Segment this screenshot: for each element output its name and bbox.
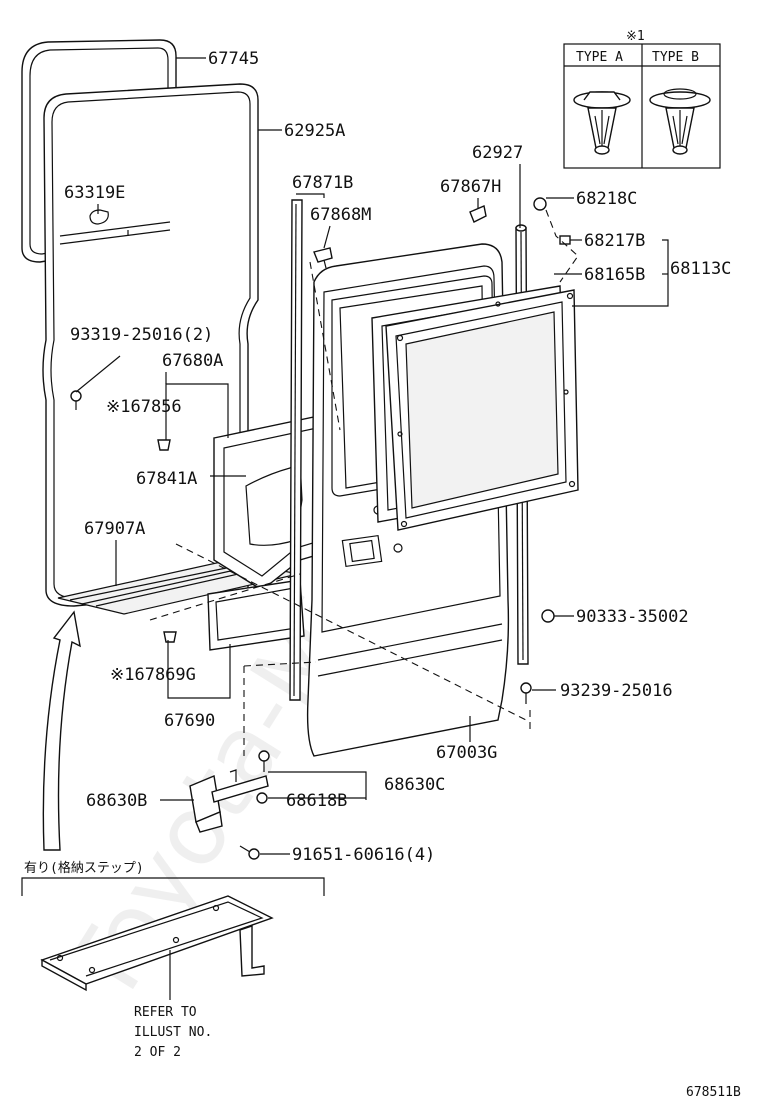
clip-type-a-icon <box>573 91 631 155</box>
clip-type-table: ※1 TYPE A TYPE B <box>563 29 721 169</box>
label-68165b: 68165B <box>584 265 645 285</box>
assembly-dashed-lines <box>149 209 579 756</box>
clip-68217b <box>559 235 571 245</box>
label-68618b: 68618B <box>286 791 347 811</box>
label-68630b: 68630B <box>86 791 147 811</box>
label-67841a: 67841A <box>136 469 197 489</box>
screw-93239 <box>520 682 532 704</box>
storage-step-part <box>40 895 274 992</box>
hinge-68630b <box>189 769 269 833</box>
refer-line-2: ILLUST NO. <box>134 1025 212 1040</box>
clip-67856 <box>157 439 171 451</box>
weatherstrip-62925a <box>42 83 259 607</box>
label-67868m: 67868M <box>310 205 371 225</box>
label-67907a: 67907A <box>84 519 145 539</box>
table-note-mark: ※1 <box>626 29 645 44</box>
diagram-id: 678511B <box>686 1085 741 1100</box>
refer-line-3: 2 OF 2 <box>134 1045 181 1060</box>
bumper-90333 <box>541 609 555 623</box>
label-93319: 93319-25016(2) <box>70 325 213 345</box>
label-68630c: 68630C <box>384 775 445 795</box>
screw-93319 <box>70 390 82 410</box>
label-68218c: 68218C <box>576 189 637 209</box>
clip-67868m <box>313 247 333 269</box>
label-67680a: 67680A <box>162 351 223 371</box>
storage-step-box: 有り(格納ステップ) REFER TO ILLUST NO. 2 OF 2 <box>21 860 325 1060</box>
label-91651: 91651-60616(4) <box>292 845 435 865</box>
bolt-91651 <box>239 845 260 860</box>
label-67869g: ※167869G <box>110 665 196 685</box>
refer-line-1: REFER TO <box>134 1005 197 1020</box>
clip-67869g <box>163 631 177 643</box>
trim-board-67690 <box>207 579 305 651</box>
screw-68630c <box>258 750 270 772</box>
step-box-title: 有り(格納ステップ) <box>24 860 144 876</box>
clip-type-b-icon <box>649 88 711 155</box>
type-b-header: TYPE B <box>652 50 699 65</box>
clip-68218c <box>533 197 547 211</box>
leader-lines <box>75 57 669 855</box>
reference-arrow <box>42 610 81 851</box>
run-channel-67871b <box>289 199 303 701</box>
label-67856: ※167856 <box>106 397 182 417</box>
label-62927: 62927 <box>472 143 523 163</box>
label-67690: 67690 <box>164 711 215 731</box>
label-67003g: 67003G <box>436 743 497 763</box>
label-68113c: 68113C <box>670 259 731 279</box>
type-a-header: TYPE A <box>576 50 623 65</box>
label-93239: 93239-25016 <box>560 681 673 701</box>
label-62925a: 62925A <box>284 121 345 141</box>
label-67871b: 67871B <box>292 173 353 193</box>
glass-window-68113c <box>385 289 579 531</box>
label-63319e: 63319E <box>64 183 125 203</box>
label-67867h: 67867H <box>440 177 501 197</box>
label-90333: 90333-35002 <box>576 607 689 627</box>
roller-68618b <box>256 792 268 804</box>
label-68217b: 68217B <box>584 231 645 251</box>
clip-67867h <box>469 205 487 223</box>
label-67745: 67745 <box>208 49 259 69</box>
